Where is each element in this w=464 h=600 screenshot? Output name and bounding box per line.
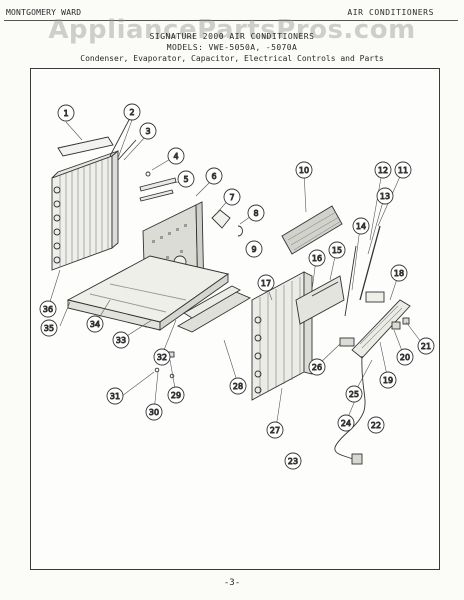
svg-text:8: 8 [253, 209, 258, 218]
svg-text:21: 21 [421, 342, 431, 351]
callout-29: 29 [167, 386, 185, 404]
svg-text:20: 20 [400, 353, 410, 362]
callout-20: 20 [396, 348, 414, 366]
svg-text:15: 15 [332, 246, 342, 255]
models-line: MODELS: VWE-5050A, -5070A [166, 43, 298, 52]
svg-text:27: 27 [270, 426, 280, 435]
callout-21: 21 [417, 337, 435, 355]
clip-part [237, 225, 243, 237]
callout-35: 35 [40, 319, 58, 337]
svg-text:14: 14 [356, 222, 366, 231]
svg-text:13: 13 [380, 192, 390, 201]
top-cover-part [57, 136, 114, 157]
callout-5: 5 [177, 170, 195, 188]
callout-2: 2 [123, 103, 141, 121]
callout-8: 8 [247, 204, 265, 222]
callout-24: 24 [337, 414, 355, 432]
watermark: AppliancePartsPros.com [48, 15, 416, 45]
callout-13: 13 [376, 187, 394, 205]
shroud-bracket-part [109, 117, 131, 157]
callout-27: 27 [266, 421, 284, 439]
svg-text:33: 33 [116, 336, 126, 345]
svg-text:12: 12 [378, 166, 388, 175]
capacitor-part [365, 291, 385, 303]
svg-text:6: 6 [211, 172, 216, 181]
callout-30: 30 [145, 403, 163, 421]
callout-3: 3 [139, 122, 157, 140]
brand-header: MONTGOMERY WARD [6, 8, 82, 17]
air-duct-part [295, 275, 345, 325]
callout-11: 11 [394, 161, 412, 179]
svg-text:35: 35 [44, 324, 54, 333]
svg-text:4: 4 [173, 152, 178, 161]
svg-text:9: 9 [251, 245, 256, 254]
switch-part [391, 321, 401, 330]
callout-14: 14 [352, 217, 370, 235]
condenser-coil-part [51, 150, 119, 271]
callout-17: 17 [257, 274, 275, 292]
callout-16: 16 [308, 249, 326, 267]
callout-9: 9 [245, 240, 263, 258]
callout-36: 36 [39, 300, 57, 318]
callout-23: 23 [284, 452, 302, 470]
svg-text:1: 1 [63, 109, 68, 118]
svg-text:16: 16 [312, 254, 322, 263]
nut-part [154, 367, 160, 373]
parts-subtitle: Condenser, Evaporator, Capacitor, Electr… [80, 54, 384, 63]
control-rod-part [359, 225, 381, 301]
svg-text:32: 32 [157, 353, 167, 362]
svg-text:28: 28 [233, 382, 243, 391]
header-rule [4, 20, 458, 21]
callout-28: 28 [229, 377, 247, 395]
evaporator-grille-part [281, 205, 343, 255]
svg-text:2: 2 [129, 108, 134, 117]
callout-26: 26 [308, 358, 326, 376]
svg-text:30: 30 [149, 408, 159, 417]
callout-32: 32 [153, 348, 171, 366]
page-number: -3- [223, 578, 241, 588]
svg-text:5: 5 [183, 175, 188, 184]
callout-25: 25 [345, 385, 363, 403]
svg-text:18: 18 [394, 269, 404, 278]
svg-text:25: 25 [349, 390, 359, 399]
callout-31: 31 [106, 387, 124, 405]
thermostat-part [339, 337, 355, 347]
svg-text:24: 24 [341, 419, 351, 428]
callout-18: 18 [390, 264, 408, 282]
svg-text:10: 10 [299, 166, 309, 175]
svg-text:3: 3 [145, 127, 150, 136]
callout-12: 12 [374, 161, 392, 179]
svg-text:11: 11 [398, 166, 408, 175]
svg-text:34: 34 [90, 320, 100, 329]
rail-part [139, 189, 174, 202]
svg-text:19: 19 [383, 376, 393, 385]
callout-4: 4 [167, 147, 185, 165]
svg-text:23: 23 [288, 457, 298, 466]
drain-channel-part-b [183, 285, 241, 319]
callout-10: 10 [295, 161, 313, 179]
callout-19: 19 [379, 371, 397, 389]
callout-15: 15 [328, 241, 346, 259]
callout-1: 1 [57, 104, 75, 122]
svg-text:26: 26 [312, 363, 322, 372]
category-header: AIR CONDITIONERS [347, 8, 434, 17]
svg-text:31: 31 [110, 392, 120, 401]
callout-6: 6 [205, 167, 223, 185]
mounting-rail-part [139, 177, 177, 192]
svg-text:22: 22 [371, 421, 381, 430]
callout-34: 34 [86, 315, 104, 333]
base-pan-part [66, 255, 230, 331]
svg-text:36: 36 [43, 305, 53, 314]
svg-text:29: 29 [171, 391, 181, 400]
svg-text:7: 7 [229, 193, 234, 202]
callout-7: 7 [223, 188, 241, 206]
diagram-title: SIGNATURE 2000 AIR CONDITIONERS [149, 32, 315, 41]
callout-33: 33 [112, 331, 130, 349]
svg-text:17: 17 [261, 279, 271, 288]
callout-22: 22 [367, 416, 385, 434]
screw-part [145, 171, 151, 177]
